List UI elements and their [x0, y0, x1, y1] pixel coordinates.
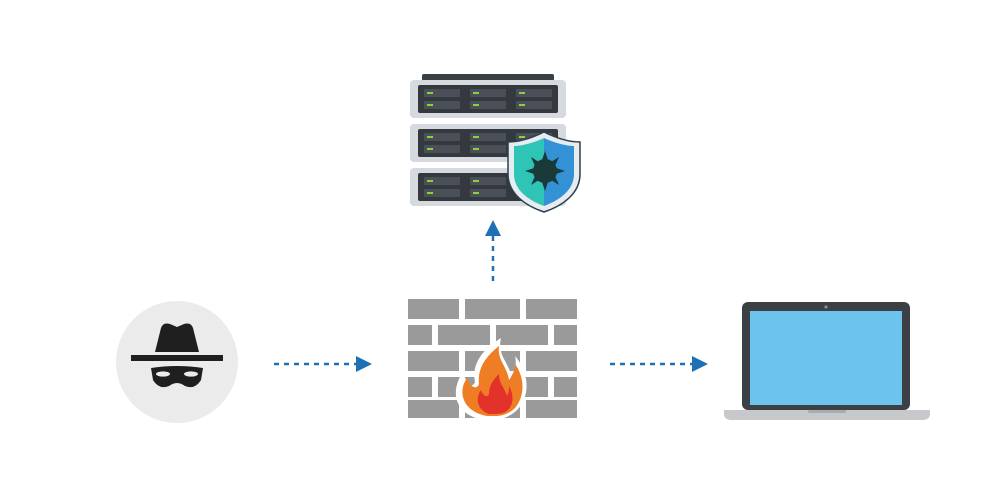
hacker-mask: [151, 366, 203, 388]
hat-crown: [155, 323, 199, 352]
flame-icon: [455, 338, 527, 420]
hat-brim: [131, 355, 223, 361]
arrow-firewall-to-laptop: [608, 354, 710, 374]
laptop-icon: [724, 302, 930, 420]
hacker-background-circle: [116, 301, 238, 423]
server-leds: [427, 92, 525, 194]
arrow-head: [692, 356, 708, 372]
arrow-firewall-to-server: [483, 218, 503, 288]
laptop-camera: [824, 305, 828, 309]
arrow-head: [356, 356, 372, 372]
laptop-screen: [750, 311, 902, 405]
laptop-base: [724, 410, 930, 420]
hacker-right-eye: [184, 371, 198, 377]
shield-icon: [507, 131, 581, 213]
arrow-attacker-to-firewall: [272, 354, 374, 374]
node-client: [724, 300, 930, 422]
laptop-notch: [808, 410, 846, 413]
arrow-head: [485, 220, 501, 236]
hacker-left-eye: [156, 371, 170, 377]
firewall-icon: [405, 296, 580, 420]
server-shield-icon: [410, 74, 581, 213]
virus-icon: [525, 151, 565, 191]
node-firewall: [405, 296, 580, 420]
node-attacker: [115, 300, 239, 424]
hacker-icon: [116, 301, 238, 423]
node-protected-server: [408, 74, 584, 214]
flame-inner: [477, 374, 513, 414]
